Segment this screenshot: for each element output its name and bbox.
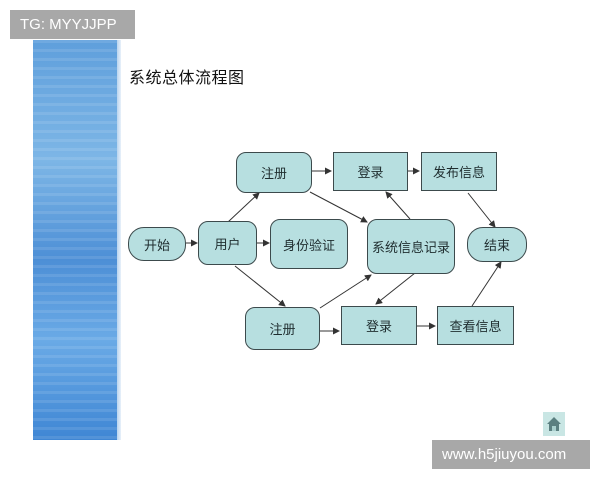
watermark-bottom: www.h5jiuyou.com	[432, 440, 590, 469]
slide-title: 系统总体流程图	[129, 68, 245, 87]
node-start: 开始	[128, 227, 186, 261]
sidebar-edge	[117, 40, 121, 440]
node-system-record: 系统信息记录	[367, 219, 455, 274]
node-login-top: 登录	[333, 152, 408, 191]
sidebar-decoration	[33, 40, 117, 440]
node-register-bottom: 注册	[245, 307, 320, 350]
node-publish-info-label: 发布信息	[432, 166, 485, 181]
node-user: 用户	[198, 221, 257, 265]
node-identity-verify: 身份验证	[270, 219, 348, 269]
home-icon	[547, 417, 561, 431]
node-login-top-label: 登录	[357, 166, 384, 181]
node-end: 结束	[467, 227, 527, 262]
node-system-record-label: 系统信息记录	[371, 241, 450, 256]
node-login-bottom: 登录	[341, 306, 417, 345]
node-view-info-label: 查看信息	[449, 320, 502, 335]
watermark-top: TG: MYYJJPP	[10, 10, 135, 39]
node-identity-verify-label: 身份验证	[282, 238, 335, 254]
home-button[interactable]	[543, 412, 565, 436]
node-user-label: 用户	[214, 237, 241, 253]
node-publish-info: 发布信息	[421, 152, 497, 191]
node-register-top-label: 注册	[260, 167, 287, 182]
node-view-info: 查看信息	[437, 306, 514, 345]
node-register-top: 注册	[236, 152, 312, 193]
node-register-bottom-label: 注册	[269, 323, 296, 338]
node-start-label: 开始	[143, 238, 170, 254]
node-login-bottom-label: 登录	[365, 320, 392, 335]
node-end-label: 结束	[483, 239, 510, 254]
